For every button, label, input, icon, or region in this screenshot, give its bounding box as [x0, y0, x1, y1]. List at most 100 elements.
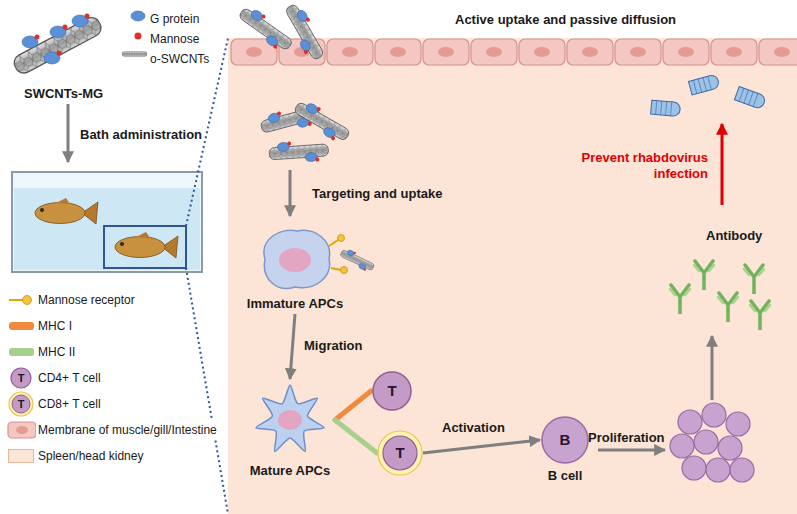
cell-label: Mature APCs: [245, 463, 335, 479]
swcnt-illustration: [11, 14, 105, 76]
label-holder: T: [11, 396, 31, 412]
route-label: Bath administration: [80, 127, 202, 143]
legend-row: Membrane of muscle/gill/Intestine: [0, 420, 228, 440]
internal-nanotubes: [268, 139, 329, 165]
swcnt-illustration: [57, 51, 62, 56]
apc-cell: Immature APCs: [247, 225, 343, 312]
process-label: Active uptake and passive diffusion: [455, 12, 676, 28]
label-holder: Antibody: [706, 226, 762, 244]
flow-arrow: [290, 314, 295, 379]
antibodies: [670, 285, 690, 313]
legend-row: Mannose receptor: [0, 290, 228, 310]
fish-tank: [35, 198, 98, 224]
cell-body: T: [377, 430, 423, 476]
apc-receptors: [338, 235, 345, 242]
plasma-cell-cluster: [682, 456, 706, 480]
legend-text: MHC II: [36, 342, 77, 362]
swcnt-illustration: [35, 35, 40, 40]
cell-body: [255, 225, 335, 293]
cell-letter: T: [377, 430, 423, 476]
cell-letter: B: [540, 415, 590, 465]
prevention-arrow: [721, 124, 724, 205]
flow-arrow: [423, 440, 540, 453]
fish-tank: [12, 172, 202, 272]
secretion-arrow: [711, 336, 714, 400]
mhc-link: [335, 391, 371, 420]
edge-label-holder: Activation: [442, 420, 505, 436]
legend-icons: [11, 368, 31, 388]
mature-cell: Mature APCs: [245, 380, 335, 479]
fish-tank: [115, 232, 178, 258]
legend-text: MHC I: [36, 316, 74, 336]
product-label: Antibody: [706, 228, 762, 244]
label-holder: Prevent rhabdovirus infection: [572, 150, 708, 182]
antibodies: [670, 261, 770, 329]
legend-text: Membrane of muscle/gill/Intestine: [36, 420, 219, 440]
cell-body: T: [371, 370, 413, 412]
cell-label: Immature APCs: [247, 296, 343, 312]
plasma-cell-cluster: [678, 410, 702, 434]
antibodies: [718, 293, 738, 321]
internal-nanotubes: [291, 97, 354, 146]
rhabdoviruses: [651, 100, 681, 116]
label-holder: T: [11, 370, 31, 386]
apc-receptors: [331, 268, 341, 270]
label-holder: o-SWCNTs: [150, 49, 209, 67]
cell-outline: [264, 230, 330, 288]
internal-nanotubes: [258, 97, 353, 165]
process-label: Proliferation: [588, 430, 665, 446]
legend-icons: [9, 299, 23, 301]
cell-body: [245, 380, 335, 460]
key-label: Mannose: [150, 31, 199, 47]
antibodies: [744, 265, 764, 293]
plasma-cell-cluster: [726, 412, 750, 436]
component-key: [135, 33, 142, 40]
plasma-cell-cluster: [694, 430, 718, 454]
cell-outline: [255, 225, 335, 293]
rhabdoviruses: [651, 74, 767, 117]
label-holder: Proliferation: [588, 428, 665, 446]
mhc-link: [335, 420, 377, 453]
key-label: G protein: [150, 11, 199, 27]
cell-outline: [378, 431, 422, 475]
antibodies: [750, 301, 770, 329]
legend-row: CD4+ T cell: [0, 368, 228, 388]
step-label: Migration: [304, 338, 363, 354]
proliferation-arrow: [598, 449, 665, 452]
legend-row: MHC II: [0, 342, 228, 362]
swcnt-illustration: [85, 14, 90, 19]
legend-icons: [12, 395, 30, 413]
t-cell: T: [371, 370, 413, 412]
legend-icons: [9, 348, 34, 356]
legend-icons: [9, 392, 33, 416]
plasma-cell-cluster: [670, 403, 754, 482]
apc-receptors: [329, 235, 376, 274]
cell-letter: T: [371, 370, 413, 412]
zoom-lines: [186, 268, 228, 514]
cell-label: B cell: [540, 468, 590, 484]
label-holder: SWCNTs-MG: [24, 84, 103, 102]
label-holder: Active uptake and passive diffusion: [455, 10, 676, 28]
legend-text: Spleen/head kidney: [36, 446, 145, 466]
zoom-lines: [186, 38, 228, 514]
rhabdoviruses: [734, 87, 766, 110]
targeting-arrow: [289, 170, 292, 216]
plasma-cell-cluster: [702, 403, 726, 427]
process-label: Targeting and uptake: [312, 186, 443, 202]
swcnt-illustration: [11, 14, 105, 77]
plasma-cell-cluster: [730, 458, 754, 482]
legend-text: CD8+ T cell: [36, 394, 103, 414]
cell-outline: [256, 385, 324, 452]
step-label: Activation: [442, 420, 505, 436]
t8-cell: T: [377, 430, 423, 476]
rhabdoviruses: [688, 74, 720, 95]
legend-text: Mannose receptor: [36, 290, 137, 310]
legend-swatch: [8, 449, 34, 463]
label-holder: Mannose: [150, 29, 199, 47]
apc-receptors: [329, 240, 338, 246]
uptake-nanotubes: [235, 1, 329, 64]
fish-tank: [104, 226, 186, 268]
fish-tank: [14, 188, 200, 270]
plasma-cell-cluster: [718, 436, 742, 460]
